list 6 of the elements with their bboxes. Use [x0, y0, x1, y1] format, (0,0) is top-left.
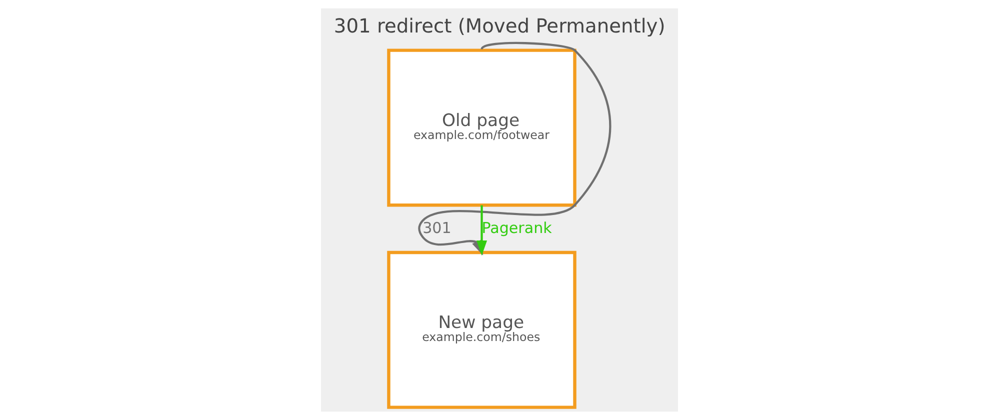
node-box: Old page example.com/footwear: [386, 48, 576, 207]
diagram-title: 301 redirect (Moved Permanently): [333, 14, 665, 38]
edge-label: 301: [422, 218, 451, 237]
edge-label: Pagerank: [481, 218, 552, 237]
node-box: New page example.com/shoes: [386, 250, 576, 409]
arrow: [476, 205, 487, 256]
